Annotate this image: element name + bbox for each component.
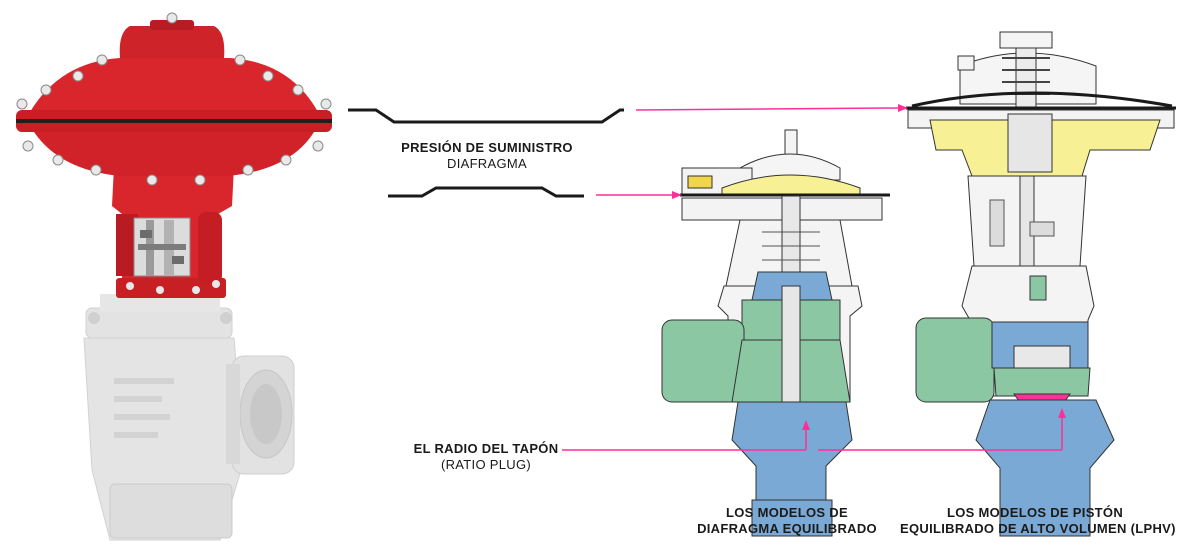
valve-actuator [16,12,332,186]
caption-lphv-line1: LOS MODELOS DE PISTÓN [946,505,1124,520]
caption-lphv: LOS MODELOS DE PISTÓN EQUILIBRADO DE ALT… [900,505,1176,537]
label-ratio-plug-line2: (RATIO PLUG) [440,457,532,472]
valve-yoke [112,166,234,298]
cutaway-lphv-piston [906,31,1176,537]
label-ratio-plug: EL RADIO DEL TAPÓN (RATIO PLUG) [412,441,560,473]
diaphragm-line [388,186,584,198]
caption-balanced-diaphragm-line1: LOS MODELOS DE [726,505,848,520]
label-diaphragm: DIAFRAGMA [447,156,527,171]
label-ratio-plug-line1: EL RADIO DEL TAPÓN [413,441,559,456]
valve-photo [16,12,332,541]
arrow-supply-pressure [635,104,908,112]
callout-arrows [562,104,1066,451]
caption-balanced-diaphragm: LOS MODELOS DE DIAFRAGMA EQUILIBRADO [682,505,892,537]
arrow-diaphragm [596,191,682,199]
supply-pressure-line [348,108,624,124]
valve-body-gray [83,294,295,541]
arrow-ratio-plug-center [562,420,810,451]
label-supply-diaphragm: PRESIÓN DE SUMINISTRO DIAFRAGMA [392,140,582,172]
caption-lphv-line2: EQUILIBRADO DE ALTO VOLUMEN (LPHV) [900,521,1176,536]
cutaway-balanced-diaphragm [661,129,890,537]
arrow-ratio-plug-right [818,408,1066,451]
caption-balanced-diaphragm-line2: DIAFRAGMA EQUILIBRADO [697,521,877,536]
label-supply-pressure: PRESIÓN DE SUMINISTRO [401,140,573,155]
